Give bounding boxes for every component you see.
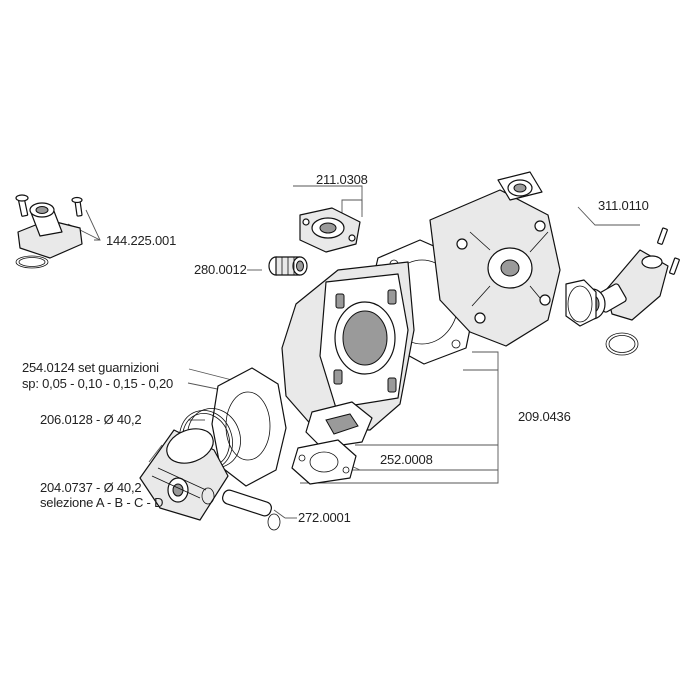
label-204-0737-selection: selezione A - B - C - D — [40, 495, 164, 510]
label-254-0124: 254.0124 set guarnizioni — [22, 360, 159, 375]
label-144-225-001: 144.225.001 — [106, 233, 177, 248]
exhaust-gasket-part — [291, 439, 357, 485]
intake-manifold-part — [15, 194, 83, 269]
label-252-0008: 252.0008 — [380, 452, 433, 467]
cylinder-head-part — [429, 171, 561, 347]
water-outlet-part — [565, 227, 680, 356]
label-211-0308: 211.0308 — [316, 172, 368, 187]
label-204-0737: 204.0737 - Ø 40,2 — [40, 480, 142, 495]
reed-flange-part — [299, 207, 361, 253]
piston-part — [139, 428, 229, 521]
label-280-0012: 280.0012 — [194, 262, 247, 277]
label-311-0110: 311.0110 — [598, 198, 649, 213]
label-254-0124-thickness: sp: 0,05 - 0,10 - 0,15 - 0,20 — [22, 376, 174, 391]
cylinder-part — [281, 261, 415, 449]
label-206-0128: 206.0128 - Ø 40,2 — [40, 412, 142, 427]
base-gasket-part — [211, 367, 287, 487]
piston-pin-part — [201, 487, 281, 531]
needle-bearing-part — [268, 256, 308, 276]
label-209-0436: 209.0436 — [518, 409, 571, 424]
label-272-0001: 272.0001 — [298, 510, 351, 525]
leader-lines — [67, 185, 640, 519]
